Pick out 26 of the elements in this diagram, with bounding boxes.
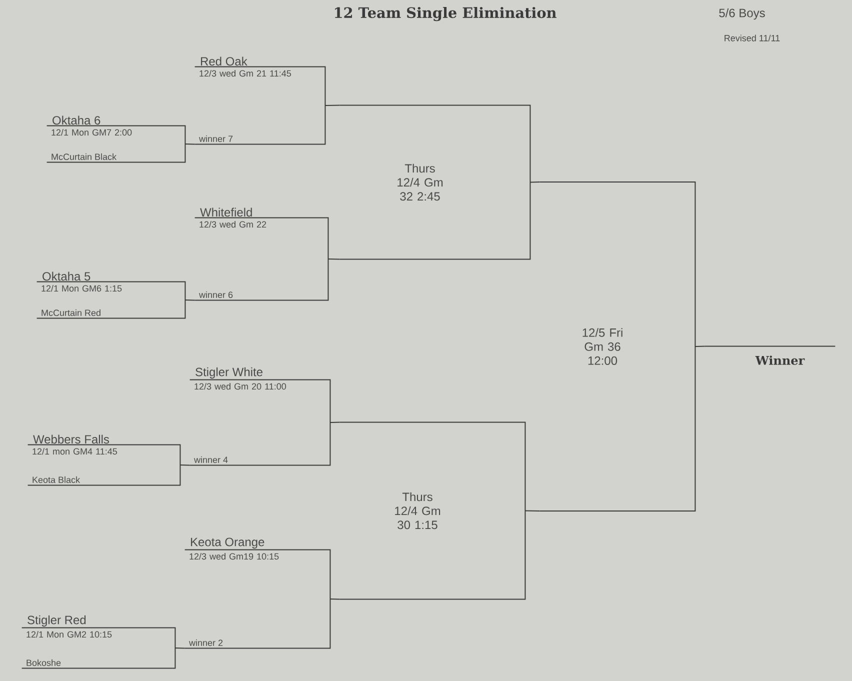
bracket: Oktaha 6 12/1 Mon GM7 2:00 McCurtain Black [46, 116, 186, 163]
bracket: Oktaha 5 12/1 Mon GM6 1:15 McCurtain Red [36, 272, 186, 319]
bracket: Stigler Red 12/1 Mon GM2 10:15 Bokoshe [21, 615, 176, 669]
connector-line [174, 648, 186, 649]
connector-line [524, 510, 540, 512]
connector-line [328, 258, 340, 260]
connector-line [530, 182, 540, 183]
bracket: Stigler White 12/3 wed Gm 20 11:00 winner 4 [189, 367, 331, 466]
connector-line [324, 104, 340, 106]
bracket: Red Oak 12/3 wed Gm 21 11:45 winner 7 [194, 56, 326, 145]
title: 12 Team Single Elimination [335, 6, 556, 22]
connector-line [180, 464, 190, 466]
connector-line [330, 422, 340, 423]
bracket: Webbers Falls 12/1 mon GM4 11:45 Keota Black [27, 434, 181, 486]
bracket: 12/5 Fri Gm 36 12:00 [539, 182, 696, 512]
connector-line [184, 144, 196, 145]
bracket: Thurs 12/4 Gm 32 2:45 [339, 104, 531, 260]
bracket: Thurs 12/4 Gm 30 1:15 [339, 422, 526, 600]
winner-line: Winner [704, 346, 836, 365]
bracket: Whitefield 12/3 wed Gm 22 winner 6 [194, 208, 329, 301]
bracket: Keota Orange 12/3 wed Gm19 10:15 winner 2 [184, 538, 331, 649]
handwritten-note: Revised 11/11 [724, 34, 780, 42]
handwritten-note: 5/6 Boys [719, 8, 765, 20]
connector-line [330, 598, 340, 600]
connector-line [694, 346, 706, 347]
connector-line [184, 300, 196, 301]
